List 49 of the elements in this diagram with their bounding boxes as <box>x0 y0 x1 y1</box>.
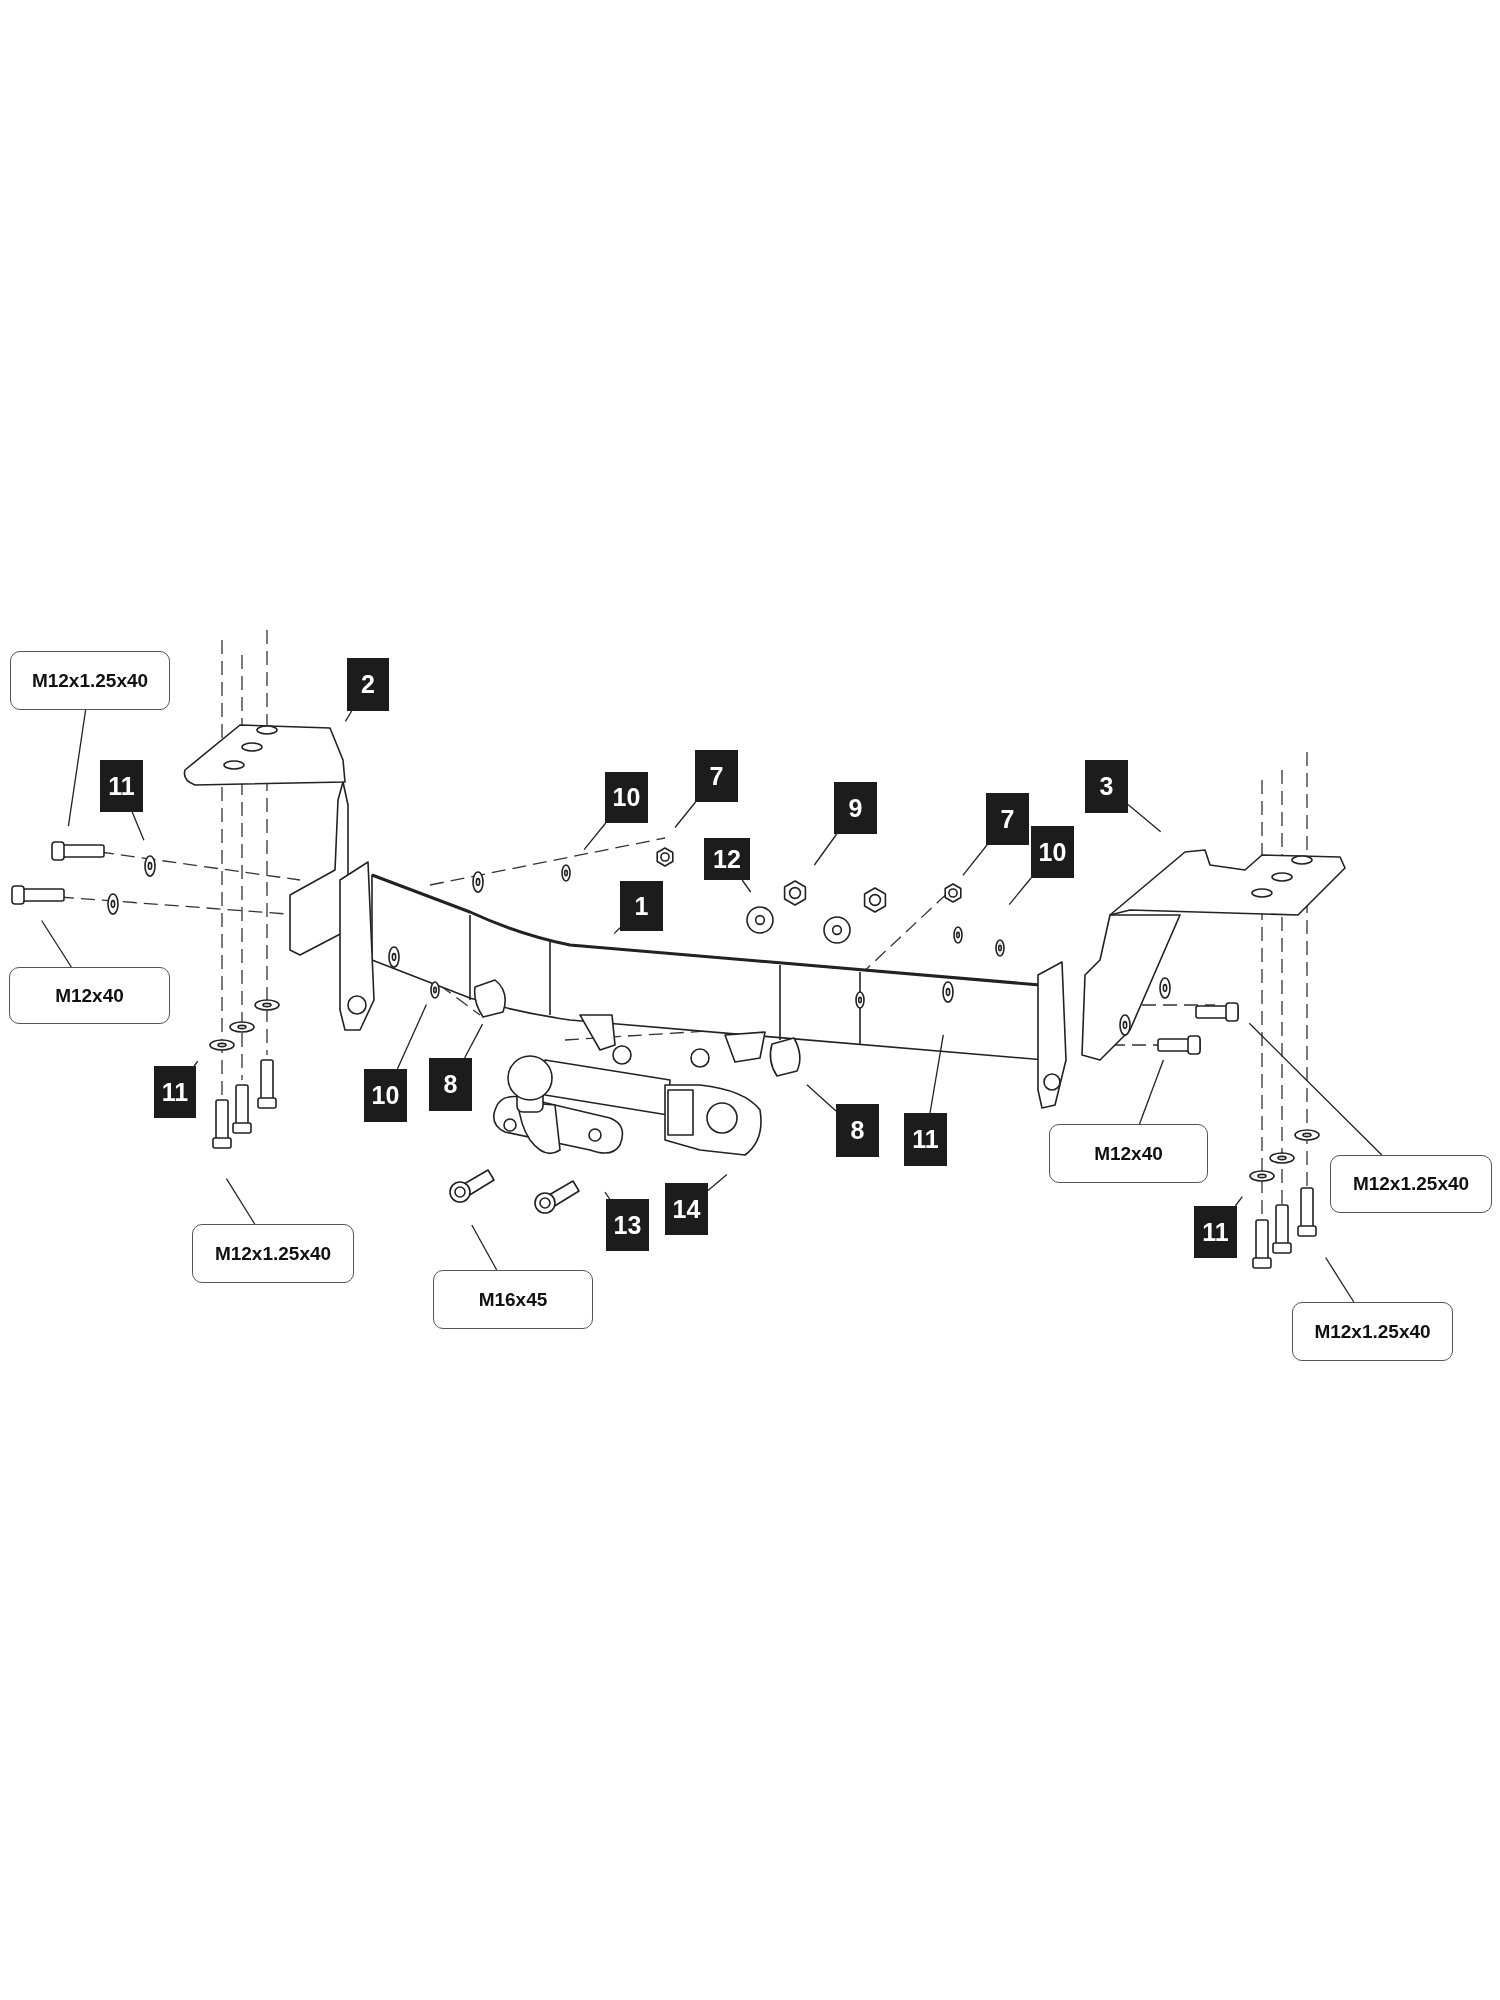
bolt-size-label: M12x1.25x40 <box>1292 1302 1453 1361</box>
leader-line <box>1324 1256 1355 1303</box>
leader-line <box>613 927 621 935</box>
callout-number: 11 <box>1194 1206 1237 1258</box>
leader-line <box>962 844 988 877</box>
callout-number: 1 <box>620 881 663 931</box>
leader-line <box>225 1177 256 1225</box>
leader-line <box>1248 1022 1383 1156</box>
callout-number: 13 <box>606 1199 649 1251</box>
leader-line <box>1138 1059 1165 1125</box>
leader-line <box>463 1023 484 1059</box>
callout-number: 10 <box>605 772 648 823</box>
callout-number: 3 <box>1085 760 1128 813</box>
leader-line <box>604 1191 611 1200</box>
callout-number: 8 <box>836 1104 879 1157</box>
leader-line <box>67 709 87 827</box>
callout-number: 12 <box>704 838 750 880</box>
callout-number: 11 <box>100 760 143 812</box>
callout-number: 2 <box>347 658 389 711</box>
callout-number: 10 <box>1031 826 1074 878</box>
leader-line <box>674 801 697 829</box>
leader-line <box>471 1224 498 1271</box>
leader-line <box>806 1084 837 1112</box>
leader-line <box>929 1034 944 1114</box>
leader-line <box>131 811 145 841</box>
bolt-size-label: M12x40 <box>1049 1124 1208 1183</box>
leader-line <box>1008 877 1032 906</box>
leader-line <box>40 919 72 968</box>
bolt-size-label: M12x1.25x40 <box>1330 1155 1492 1213</box>
callout-number: 7 <box>695 750 738 802</box>
callout-number: 11 <box>154 1066 196 1118</box>
leader-line <box>583 822 607 851</box>
leader-line <box>193 1060 199 1067</box>
callout-number: 14 <box>665 1183 708 1235</box>
leader-line <box>396 1003 428 1070</box>
leader-line <box>344 710 353 723</box>
callout-number: 11 <box>904 1113 947 1166</box>
bolt-size-label: M12x1.25x40 <box>10 651 170 710</box>
callout-number: 9 <box>834 782 877 834</box>
leader-line <box>741 879 752 893</box>
callout-number: 8 <box>429 1058 472 1111</box>
bolt-size-label: M16x45 <box>433 1270 593 1329</box>
callout-number: 10 <box>364 1069 407 1122</box>
leader-line <box>1127 803 1162 833</box>
bolt-size-label: M12x40 <box>9 967 170 1024</box>
callout-number: 7 <box>986 793 1029 845</box>
bolt-size-label: M12x1.25x40 <box>192 1224 354 1283</box>
leader-line <box>813 833 838 866</box>
leader-line <box>707 1173 728 1192</box>
